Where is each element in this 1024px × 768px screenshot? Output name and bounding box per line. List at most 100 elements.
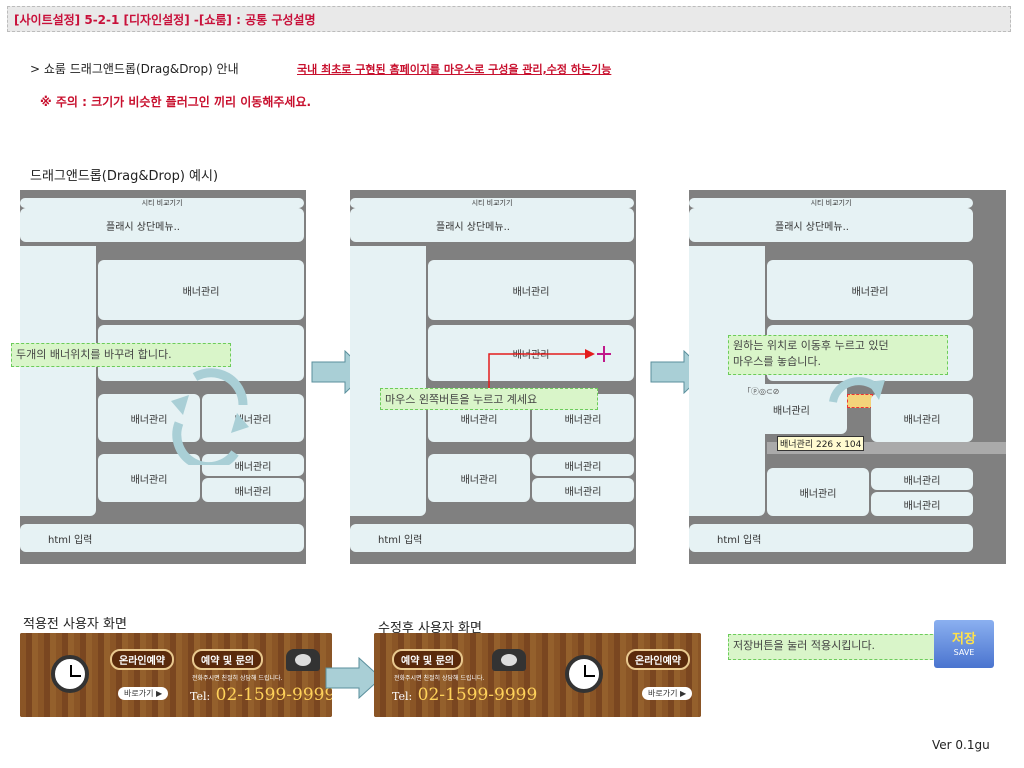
dragdrop-panel-1: 시티 비교기기 플래시 상단메뉴.. 배너관리 배너관리 배너관리 배너관리 배… — [20, 190, 306, 564]
go-button[interactable]: 바로가기 ▶ — [118, 687, 169, 700]
flash-menu-block[interactable]: 플래시 상단메뉴.. — [689, 208, 973, 242]
example-title: 드래그앤드롭(Drag&Drop) 예시) — [30, 169, 219, 184]
caption-before: 적용전 사용자 화면 — [23, 617, 127, 632]
block-label: 배너관리 — [564, 461, 602, 473]
save-button-label: 저장 — [952, 632, 976, 647]
flash-menu-block[interactable]: 플래시 상단메뉴.. — [20, 208, 304, 242]
block-label: 배너관리 — [564, 414, 602, 426]
note-swap-banners: 두개의 배너위치를 바꾸려 합니다. — [11, 343, 231, 367]
banner-block[interactable]: 배너관리 — [767, 260, 973, 320]
drop-arrow-icon — [829, 377, 885, 403]
version-label: Ver 0.1gu — [932, 738, 990, 752]
telephone-icon — [492, 649, 526, 671]
banner-after: 예약 및 문의 전화주시면 친절히 상담해 드립니다. Tel: 02-1599… — [374, 633, 701, 717]
block-label: 시티 비교기기 — [141, 199, 183, 207]
banner-block[interactable]: 배너관리 — [98, 260, 304, 320]
block-label: 배너관리 — [234, 461, 272, 473]
booking-inquiry-label: 예약 및 문의 — [392, 649, 463, 670]
note-line: 마우스를 놓습니다. — [733, 355, 821, 368]
size-tooltip: 배너관리 226 x 104 — [777, 436, 865, 451]
note-line: 원하는 위치로 이동후 누르고 있던 — [733, 339, 889, 352]
drag-toolbar-icons[interactable]: 「ⓟ◎⊂⊘ — [743, 387, 780, 396]
note-hold-left-button: 마우스 왼쪽버튼을 누르고 계세요 — [380, 388, 598, 410]
banner-block[interactable]: 배너관리 — [98, 454, 200, 502]
block-label: 배너관리 — [234, 414, 272, 426]
note-release-mouse: 원하는 위치로 이동후 누르고 있던 마우스를 놓습니다. — [728, 335, 948, 375]
top-cut-block: 시티 비교기기 — [20, 198, 304, 208]
banner-before: 온라인예약 바로가기 ▶ 예약 및 문의 전화주시면 친절히 상담해 드립니다.… — [20, 633, 332, 717]
html-input-block[interactable]: html 입력 — [689, 524, 973, 552]
clock-icon — [565, 655, 603, 693]
swap-arrows-icon — [171, 368, 249, 465]
block-label: html 입력 — [717, 534, 762, 546]
dragdrop-panel-3: 시티 비교기기 플래시 상단메뉴.. 배너관리 배너관리 「ⓟ◎⊂⊘ 배너관리 … — [689, 190, 1006, 564]
banner-block[interactable]: 배너관리 — [767, 468, 869, 516]
save-button[interactable]: 저장 SAVE — [934, 620, 994, 668]
drag-direction-arrow-icon — [488, 346, 611, 390]
block-label: 배너관리 — [564, 486, 602, 498]
page-header: [사이트설정] 5-2-1 [디자인설정] -[쇼룸] : 공통 구성설명 — [7, 6, 1011, 32]
page-title: [사이트설정] 5-2-1 [디자인설정] -[쇼룸] : 공통 구성설명 — [14, 13, 316, 27]
block-label: 플래시 상단메뉴.. — [106, 221, 180, 233]
banner-subtext: 전화주시면 친절히 상담해 드립니다. — [394, 675, 485, 682]
block-label: 플래시 상단메뉴.. — [775, 221, 849, 233]
left-column-block — [350, 246, 426, 516]
block-label: 시티 비교기기 — [471, 199, 513, 207]
block-label: 시티 비교기기 — [810, 199, 852, 207]
block-label: 플래시 상단메뉴.. — [436, 221, 510, 233]
block-label: 배너관리 — [773, 405, 810, 417]
block-label: 배너관리 — [512, 286, 550, 298]
intro-text: > 쇼룸 드래그앤드롭(Drag&Drop) 안내 — [30, 62, 239, 76]
tel-number: 02-1599-9999 — [215, 685, 332, 705]
dragged-banner-block[interactable]: 배너관리 — [745, 384, 847, 434]
top-cut-block: 시티 비교기기 — [689, 198, 973, 208]
block-label: 배너관리 — [182, 286, 220, 298]
go-button[interactable]: 바로가기 ▶ — [642, 687, 693, 700]
block-label: 배너관리 — [460, 474, 498, 486]
dragdrop-panel-2: 시티 비교기기 플래시 상단메뉴.. 배너관리 배너관리 배너관리 배너관리 배… — [350, 190, 636, 564]
save-button-sublabel: SAVE — [953, 648, 975, 657]
online-booking-label: 온라인예약 — [626, 649, 690, 670]
phone-number: Tel: 02-1599-9999 — [392, 685, 537, 705]
left-column-block — [20, 246, 96, 516]
banner-block[interactable]: 배너관리 — [428, 260, 634, 320]
booking-inquiry-label: 예약 및 문의 — [192, 649, 263, 670]
flash-menu-block[interactable]: 플래시 상단메뉴.. — [350, 208, 634, 242]
banner-subtext: 전화주시면 친절히 상담해 드립니다. — [192, 675, 283, 682]
telephone-icon — [286, 649, 320, 671]
block-label: 배너관리 — [130, 474, 168, 486]
banner-block[interactable]: 배너관리 — [871, 394, 973, 442]
block-label: 배너관리 — [903, 500, 941, 512]
block-label: 배너관리 — [460, 414, 498, 426]
banner-block[interactable]: 배너관리 — [428, 454, 530, 502]
banner-block[interactable]: 배너관리 — [871, 468, 973, 490]
block-label: 배너관리 — [799, 488, 837, 500]
block-label: html 입력 — [48, 534, 93, 546]
banner-block[interactable]: 배너관리 — [202, 394, 304, 442]
next-step-arrow-icon — [325, 657, 382, 699]
left-column-block — [689, 246, 765, 516]
banner-block[interactable]: 배너관리 — [532, 454, 634, 476]
feature-description-link[interactable]: 국내 최초로 구현된 홈페이지를 마우스로 구성을 관리,수정 하는기능 — [297, 63, 612, 76]
tel-label: Tel: — [392, 690, 413, 703]
banner-block[interactable]: 배너관리 — [532, 478, 634, 502]
block-label: 배너관리 — [903, 414, 941, 426]
block-label: 배너관리 — [512, 349, 550, 361]
phone-number: Tel: 02-1599-9999 — [190, 685, 332, 705]
tel-number: 02-1599-9999 — [417, 685, 538, 705]
caption-after: 수정후 사용자 화면 — [378, 621, 482, 636]
warning-text: ※ 주의 : 크기가 비슷한 플러그인 끼리 이동해주세요. — [40, 95, 312, 109]
banner-block[interactable]: 배너관리 — [871, 492, 973, 516]
block-label: html 입력 — [378, 534, 423, 546]
html-input-block[interactable]: html 입력 — [20, 524, 304, 552]
note-save-apply: 저장버튼을 눌러 적용시킵니다. — [728, 634, 948, 660]
block-label: 배너관리 — [903, 475, 941, 487]
block-label: 배너관리 — [234, 486, 272, 498]
online-booking-label: 온라인예약 — [110, 649, 174, 670]
top-cut-block: 시티 비교기기 — [350, 198, 634, 208]
banner-block[interactable]: 배너관리 — [202, 478, 304, 502]
tel-label: Tel: — [190, 690, 211, 703]
clock-icon — [51, 655, 89, 693]
html-input-block[interactable]: html 입력 — [350, 524, 634, 552]
block-label: 배너관리 — [851, 286, 889, 298]
